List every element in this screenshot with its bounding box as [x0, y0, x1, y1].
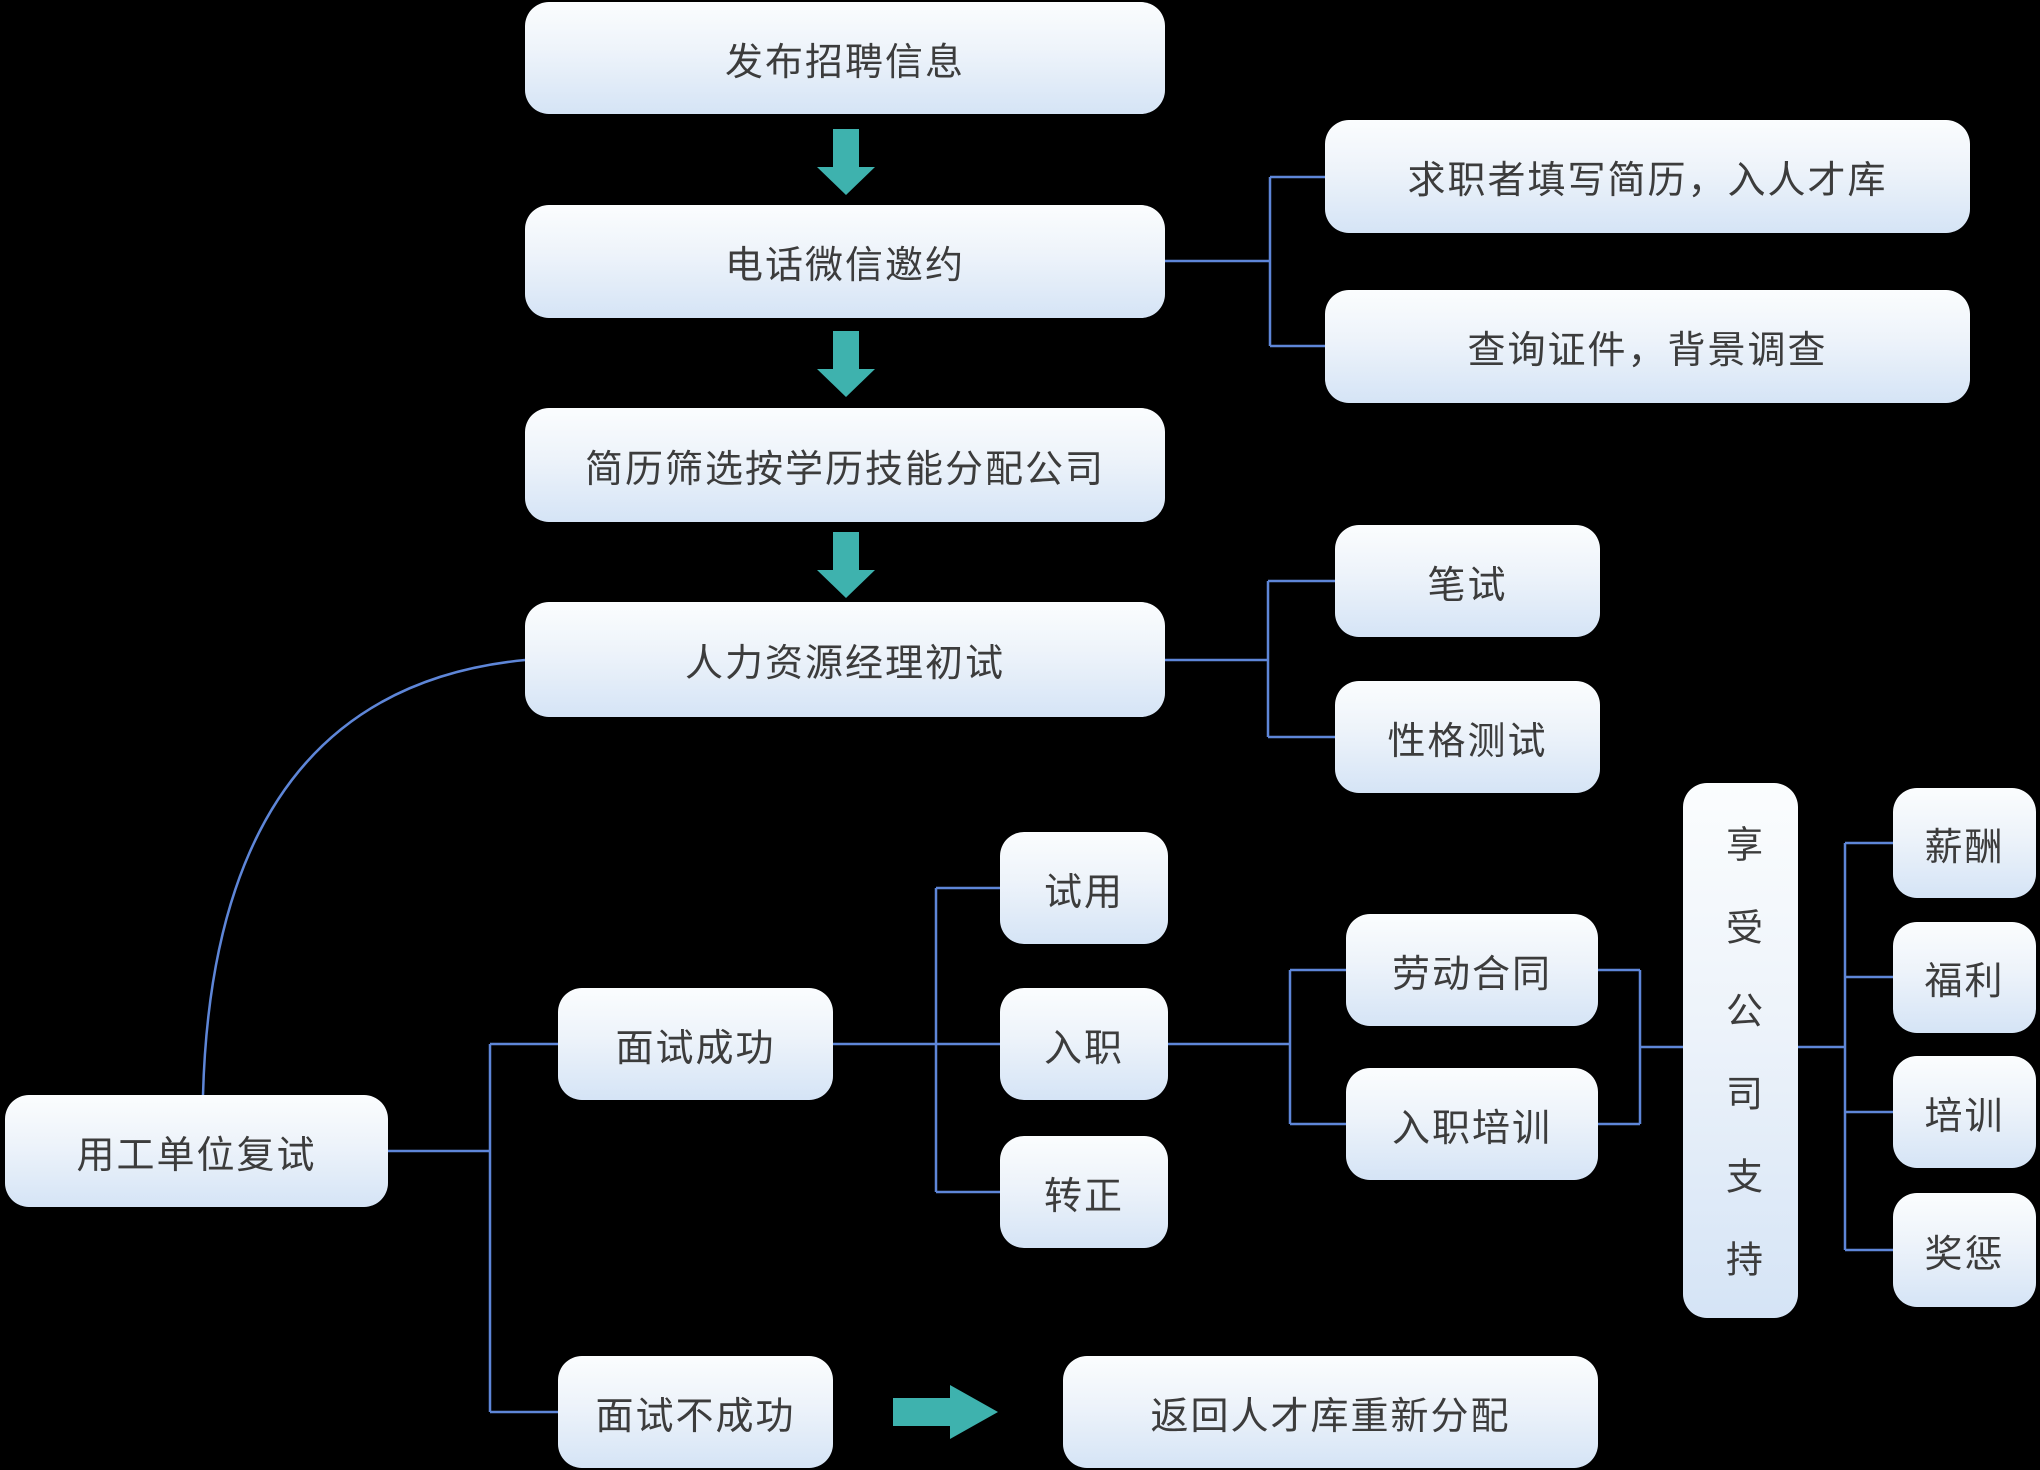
flow-arrow-down-2: [817, 331, 875, 397]
node-label: 电话微信邀约: [724, 245, 965, 287]
connector-contract-training-to-support: [1598, 968, 1683, 1126]
flow-arrow-down-1: [817, 129, 875, 195]
connector-success-to-stages: [833, 886, 1000, 1194]
connector-second-interview-to-results: [388, 1042, 558, 1414]
connector-curve-first-to-second-interview: [201, 658, 526, 1096]
node-label: 简历筛选按学历技能分配公司: [584, 448, 1105, 491]
node-publish-recruitment-info: 发布招聘信息: [525, 2, 1165, 114]
node-hr-first-interview: 人力资源经理初试: [525, 602, 1165, 717]
node-label: 发布招聘信息: [724, 41, 965, 84]
node-labor-contract: 劳动合同: [1346, 914, 1598, 1026]
node-label: 试用: [1043, 871, 1124, 914]
node-written-test: 笔试: [1335, 525, 1600, 637]
connector-support-to-benefit-items: [1798, 841, 1893, 1252]
node-interview-success: 面试成功: [558, 988, 833, 1100]
node-employer-second-interview: 用工单位复试: [5, 1095, 388, 1207]
node-interview-fail: 面试不成功: [558, 1356, 833, 1468]
node-label: 转正: [1043, 1175, 1124, 1218]
flow-arrow-down-3: [817, 532, 875, 598]
node-regularization: 转正: [1000, 1136, 1168, 1248]
node-label: 享受公司支持: [1720, 824, 1762, 1323]
node-label: 返回人才库重新分配: [1150, 1395, 1511, 1438]
node-rewards-punishments: 奖惩: [1893, 1193, 2036, 1307]
node-label: 劳动合同: [1391, 953, 1552, 996]
connector-onboarding-to-contract-training: [1168, 968, 1346, 1126]
node-label: 薪酬: [1924, 826, 2005, 869]
node-trial-period: 试用: [1000, 832, 1168, 944]
node-onboarding: 入职: [1000, 988, 1168, 1100]
connector-invite-to-right-branch: [1165, 175, 1325, 348]
node-return-talent-pool: 返回人才库重新分配: [1063, 1356, 1598, 1468]
node-training: 培训: [1893, 1056, 2036, 1168]
node-label: 用工单位复试: [76, 1134, 317, 1177]
node-resume-talent-pool: 求职者填写简历，入人才库: [1325, 120, 1970, 233]
node-label: 人力资源经理初试: [684, 643, 1005, 685]
connector-first-interview-to-tests: [1165, 579, 1335, 739]
node-salary: 薪酬: [1893, 788, 2036, 898]
node-label: 入职: [1043, 1027, 1124, 1070]
node-label: 福利: [1924, 961, 2005, 1003]
node-company-support: 享受公司支持: [1683, 783, 1798, 1323]
node-label: 面试不成功: [595, 1395, 796, 1438]
node-label: 面试成功: [615, 1027, 776, 1070]
node-label: 入职培训: [1391, 1107, 1552, 1150]
node-onboarding-training: 入职培训: [1346, 1068, 1598, 1180]
node-label: 奖惩: [1924, 1233, 2005, 1276]
node-label: 笔试: [1427, 564, 1508, 607]
node-label: 查询证件，背景调查: [1467, 330, 1828, 372]
node-background-check: 查询证件，背景调查: [1325, 290, 1970, 403]
flow-arrow-fail-to-return: [893, 1385, 998, 1439]
node-label: 求职者填写简历，入人才库: [1407, 160, 1888, 202]
node-label: 性格测试: [1387, 720, 1548, 763]
node-resume-screening: 简历筛选按学历技能分配公司: [525, 408, 1165, 522]
node-phone-wechat-invite: 电话微信邀约: [525, 205, 1165, 318]
node-benefits: 福利: [1893, 922, 2036, 1033]
node-label: 培训: [1924, 1095, 2005, 1138]
node-personality-test: 性格测试: [1335, 681, 1600, 793]
